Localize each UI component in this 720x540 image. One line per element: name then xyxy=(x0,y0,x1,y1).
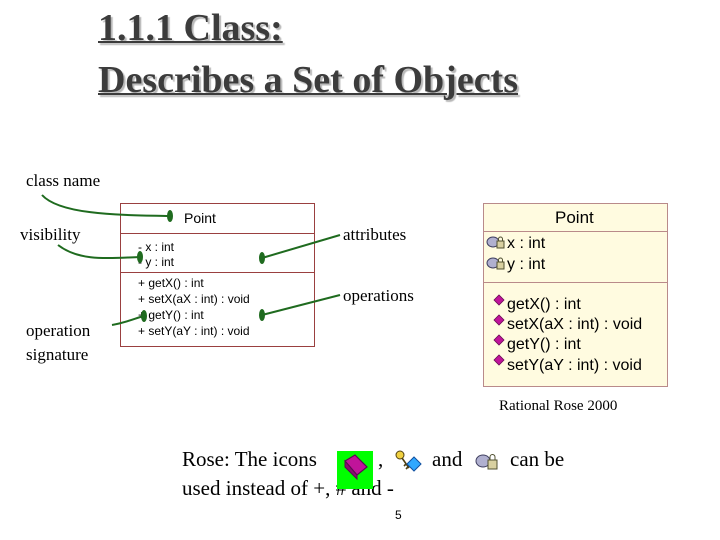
attributes-label: attributes xyxy=(343,225,407,244)
uml-class-box xyxy=(120,203,315,347)
visibility-leader-end xyxy=(137,251,143,263)
slide-title-line-1: 1.1.1 Class: xyxy=(98,7,283,49)
tool-caption: Rational Rose 2000 xyxy=(499,398,618,414)
footer-comma: , xyxy=(378,447,384,471)
rose-operation-setx: setX(aX : int) : void xyxy=(507,316,643,333)
protected-icon xyxy=(395,450,422,472)
class-name-leader xyxy=(41,194,171,217)
attributes-leader xyxy=(261,234,341,259)
uml-attr-separator xyxy=(120,272,315,273)
operation-signature-leader-end xyxy=(141,310,147,322)
public-icon-highlight xyxy=(337,451,373,489)
uml-attribute-y: - y : int xyxy=(138,255,175,269)
footer-and: and xyxy=(432,447,463,471)
public-operation-icon xyxy=(344,454,368,481)
class-name-label: class name xyxy=(26,171,101,190)
visibility-label: visibility xyxy=(20,225,81,244)
diamond-icon xyxy=(493,294,505,306)
uml-class-name: Point xyxy=(184,210,216,226)
class-name-leader-end xyxy=(167,210,173,222)
uml-operation-getx: + getX() : int xyxy=(138,276,204,290)
rose-name-separator xyxy=(483,231,668,232)
lock-icon xyxy=(486,257,505,270)
operation-label: operation xyxy=(26,321,91,340)
uml-name-separator xyxy=(120,233,315,234)
operations-leader-end xyxy=(259,309,265,321)
signature-label: signature xyxy=(26,345,89,364)
operations-leader xyxy=(261,294,341,316)
diamond-icon xyxy=(493,354,505,366)
uml-operation-setx: + setX(aX : int) : void xyxy=(138,292,250,306)
diamond-icon xyxy=(493,334,505,346)
operations-label: operations xyxy=(343,286,414,305)
page-number: 5 xyxy=(395,508,402,522)
operation-signature-leader xyxy=(111,315,145,326)
visibility-leader xyxy=(57,244,141,260)
uml-attribute-x: - x : int xyxy=(138,240,175,254)
rose-operation-sety: setY(aY : int) : void xyxy=(507,357,642,374)
private-icon xyxy=(475,454,498,470)
uml-operation-sety: + setY(aY : int) : void xyxy=(138,324,250,338)
rose-class-name: Point xyxy=(555,208,594,227)
rose-attribute-y: y : int xyxy=(507,256,546,273)
footer-line-1-start: Rose: The icons xyxy=(182,447,317,471)
uml-operation-gety: + getY() : int xyxy=(138,308,204,322)
rose-operation-gety: getY() : int xyxy=(507,336,581,353)
rose-class-box xyxy=(483,203,668,387)
footer-can-be: can be xyxy=(510,447,565,471)
slide-title-line-2: Describes a Set of Objects xyxy=(98,59,519,101)
rose-attr-separator xyxy=(483,282,668,283)
lock-icon xyxy=(486,236,505,249)
attributes-leader-end xyxy=(259,252,265,264)
rose-attribute-x: x : int xyxy=(507,235,546,252)
diamond-icon xyxy=(493,314,505,326)
rose-operation-getx: getX() : int xyxy=(507,296,581,313)
